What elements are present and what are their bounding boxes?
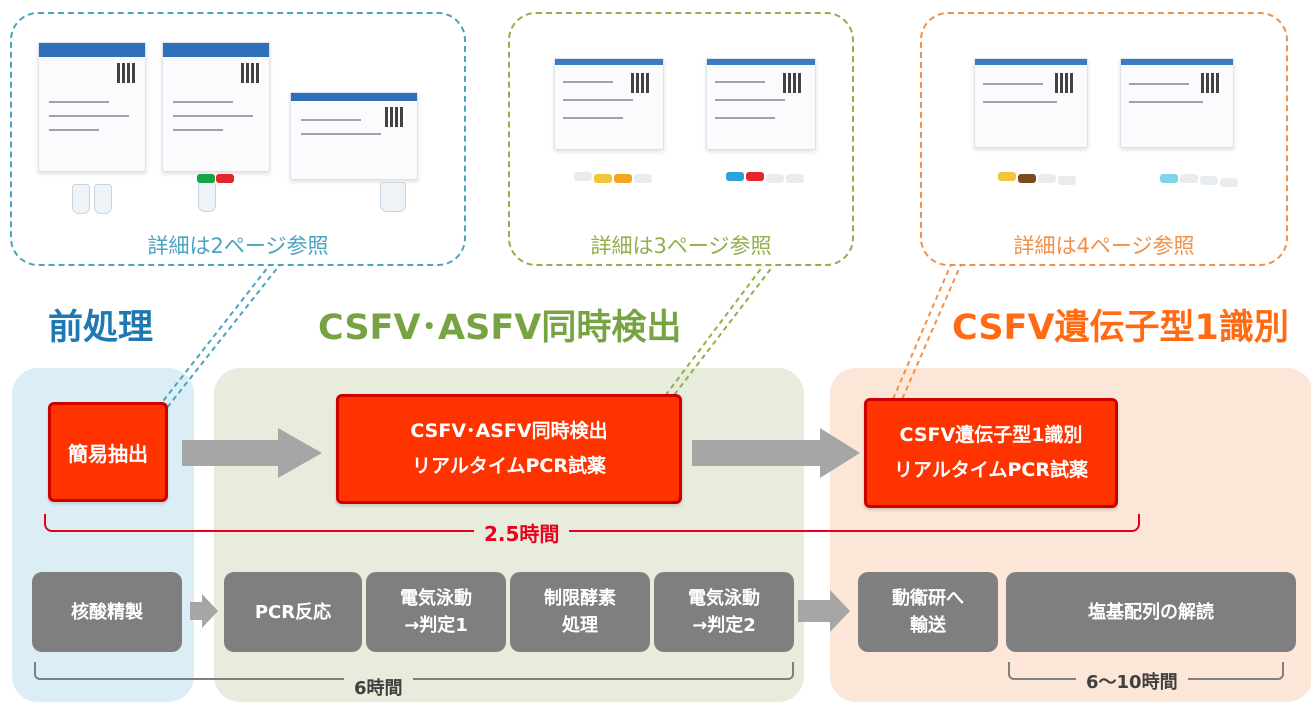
grey-box-digest-line1: 制限酵素 [544, 588, 616, 609]
heading-simultaneous-detection: CSFV･ASFV同時検出 [318, 308, 682, 348]
tube-cap-orange [614, 174, 632, 183]
callout-page2: 詳細は2ページ参照 [10, 12, 466, 266]
tube-cap-white [1200, 176, 1218, 185]
grey-box-elec1-line2: →判定1 [404, 615, 468, 636]
new-time-label: 2.5時間 [474, 518, 570, 547]
connector-p4 [883, 261, 953, 421]
grey-box-elec2-line1: 電気泳動 [688, 588, 760, 609]
old-time-2-label: 6〜10時間 [1076, 668, 1188, 694]
red-box-genotyping: CSFV遺伝子型1識別 リアルタイムPCR試薬 [864, 398, 1118, 508]
grey-box-ship-line1: 動衛研へ [892, 588, 964, 609]
product-image-kit2 [162, 42, 270, 172]
grey-box-elec2-line2: →判定2 [692, 615, 756, 636]
grey-box-sequencing: 塩基配列の解読 [1006, 572, 1296, 652]
grey-box-pcr-reaction: PCR反応 [224, 572, 362, 652]
grey-box-electrophoresis-1: 電気泳動 →判定1 [366, 572, 506, 652]
bracket-old-time-1 [34, 662, 794, 680]
tube-cap-white [786, 174, 804, 183]
tube-cap-yellow [998, 172, 1016, 181]
grey-box-electrophoresis-2: 電気泳動 →判定2 [654, 572, 794, 652]
callout-page4: 詳細は4ページ参照 [920, 12, 1288, 266]
product-image-kit6 [974, 58, 1088, 148]
callout-page3: 詳細は3ページ参照 [508, 12, 854, 266]
arrow-elec2-to-ship [798, 590, 850, 632]
grey-box-pcr-label: PCR反応 [254, 601, 332, 623]
tube-cap-white [1038, 174, 1056, 183]
connector-p4b [892, 261, 963, 421]
arrow-purify-to-pcr [190, 594, 218, 628]
red-box-simple-extraction-label: 簡易抽出 [68, 441, 148, 466]
bracket-new-time [44, 514, 1140, 532]
product-image-kit7 [1120, 58, 1234, 148]
tube-cap-white [1058, 176, 1076, 185]
red-box-simultaneous-detection: CSFV･ASFV同時検出 リアルタイムPCR試薬 [336, 394, 682, 504]
tube-cap-white [1180, 174, 1198, 183]
red-box-detect-line1: CSFV･ASFV同時検出 [410, 420, 608, 442]
grey-box-elec1-line1: 電気泳動 [400, 588, 472, 609]
tube-cap-brown [1018, 174, 1036, 183]
red-box-detect-line2: リアルタイムPCR試薬 [412, 455, 606, 477]
product-image-kit1 [38, 42, 146, 172]
product-image-kit3 [290, 92, 418, 180]
heading-genotyping: CSFV遺伝子型1識別 [952, 308, 1289, 348]
grey-box-ship-line2: 輸送 [910, 615, 946, 636]
grey-box-restriction-digest: 制限酵素 処理 [510, 572, 650, 652]
red-box-geno-line2: リアルタイムPCR試薬 [894, 459, 1088, 481]
callout-text-page3: 詳細は3ページ参照 [590, 234, 772, 258]
tube-cap-cyan [1160, 174, 1178, 183]
tube-image [380, 182, 406, 212]
grey-box-purify-label: 核酸精製 [71, 601, 143, 623]
grey-box-ship-to-niah: 動衛研へ 輸送 [858, 572, 998, 652]
tube-image [72, 184, 90, 214]
arrow-detect-to-geno [692, 428, 860, 478]
heading-pretreatment: 前処理 [48, 308, 154, 348]
tube-cap-green [197, 174, 215, 183]
product-image-kit4 [554, 58, 664, 150]
tube-cap-white [766, 174, 784, 183]
tube-cap-yellow [594, 174, 612, 183]
grey-box-nucleic-acid-purification: 核酸精製 [32, 572, 182, 652]
callout-text-page4: 詳細は4ページ参照 [1013, 234, 1195, 258]
tube-cap-red [216, 174, 234, 183]
tube-cap-white [574, 172, 592, 181]
old-time-1-label: 6時間 [344, 674, 413, 700]
product-image-kit5 [706, 58, 816, 150]
grey-box-digest-line2: 処理 [562, 615, 598, 636]
tube-cap-blue [726, 172, 744, 181]
grey-box-seq-label: 塩基配列の解読 [1088, 601, 1214, 623]
tube-cap-white [634, 174, 652, 183]
red-box-geno-line1: CSFV遺伝子型1識別 [899, 424, 1083, 446]
tube-image [94, 184, 112, 214]
arrow-extract-to-detect [182, 428, 322, 478]
callout-text-page2: 詳細は2ページ参照 [147, 234, 329, 258]
tube-cap-red [746, 172, 764, 181]
red-box-simple-extraction: 簡易抽出 [48, 402, 168, 502]
tube-cap-white [1220, 178, 1238, 187]
